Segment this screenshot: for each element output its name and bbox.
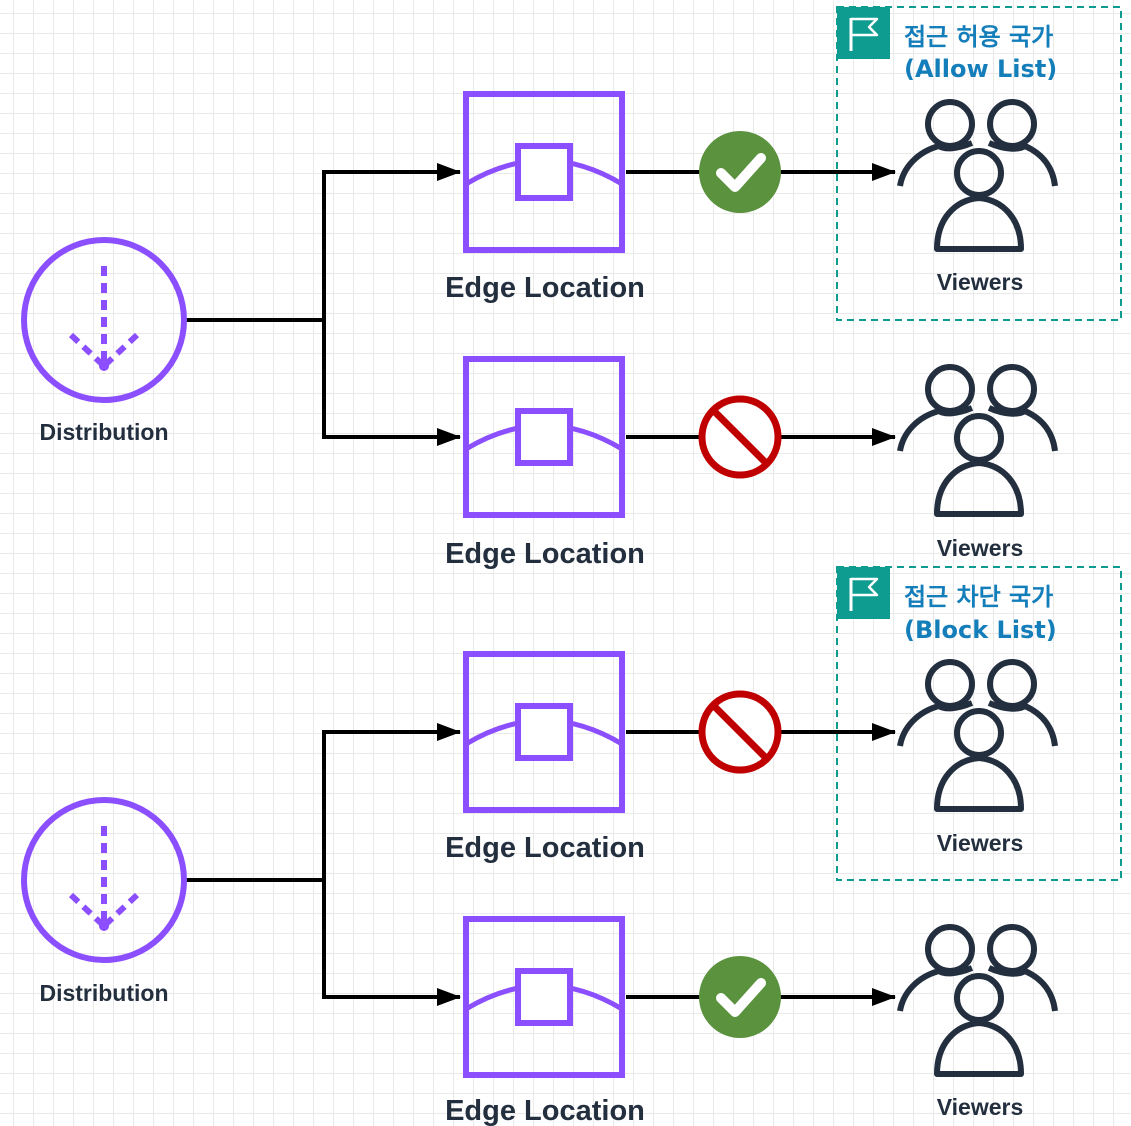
viewers-label: Viewers xyxy=(937,535,1024,561)
viewers-label: Viewers xyxy=(937,830,1024,856)
check-circle-icon xyxy=(699,956,781,1038)
allow-list-subtitle: (Allow List) xyxy=(904,55,1057,83)
allow-list-title: 접근 허용 국가 xyxy=(904,23,1053,51)
distribution-label: Distribution xyxy=(39,980,168,1006)
flag-icon xyxy=(835,565,892,621)
users-icon xyxy=(900,367,1055,514)
flag-icon xyxy=(835,5,892,61)
block-list-group xyxy=(836,566,1122,881)
cloudfront-distribution-icon xyxy=(24,800,184,960)
bottom-scenario: 접근 차단 국가 (Block List) Distribution Edge … xyxy=(24,565,1122,1126)
edge-location-icon xyxy=(466,654,622,810)
connector-top-branch-2 xyxy=(322,320,461,446)
block-list-subtitle: (Block List) xyxy=(904,616,1057,644)
viewers-label: Viewers xyxy=(937,269,1024,295)
allow-list-group xyxy=(836,6,1122,321)
viewers-label: Viewers xyxy=(937,1094,1024,1120)
cloudfront-distribution-icon xyxy=(24,240,184,400)
top-scenario: 접근 허용 국가 (Allow List) Distribution Edge … xyxy=(24,5,1122,570)
connector-bottom-branch-2 xyxy=(322,880,461,1006)
connector-top-branch-1 xyxy=(322,163,461,320)
edge-location-label: Edge Location xyxy=(445,272,645,304)
check-circle-icon xyxy=(699,131,781,213)
prohibited-icon xyxy=(702,399,778,475)
edge-location-icon xyxy=(466,359,622,515)
edge-location-label: Edge Location xyxy=(445,1095,645,1126)
distribution-label: Distribution xyxy=(39,419,168,445)
edge-location-icon xyxy=(466,94,622,250)
edge-location-label: Edge Location xyxy=(445,832,645,864)
block-list-title: 접근 차단 국가 xyxy=(904,583,1053,611)
connector-bottom-branch-1 xyxy=(322,723,461,880)
prohibited-icon xyxy=(702,694,778,770)
edge-location-label: Edge Location xyxy=(445,538,645,570)
users-icon xyxy=(900,662,1055,809)
edge-location-icon xyxy=(466,919,622,1075)
users-icon xyxy=(900,927,1055,1074)
users-icon xyxy=(900,102,1055,249)
